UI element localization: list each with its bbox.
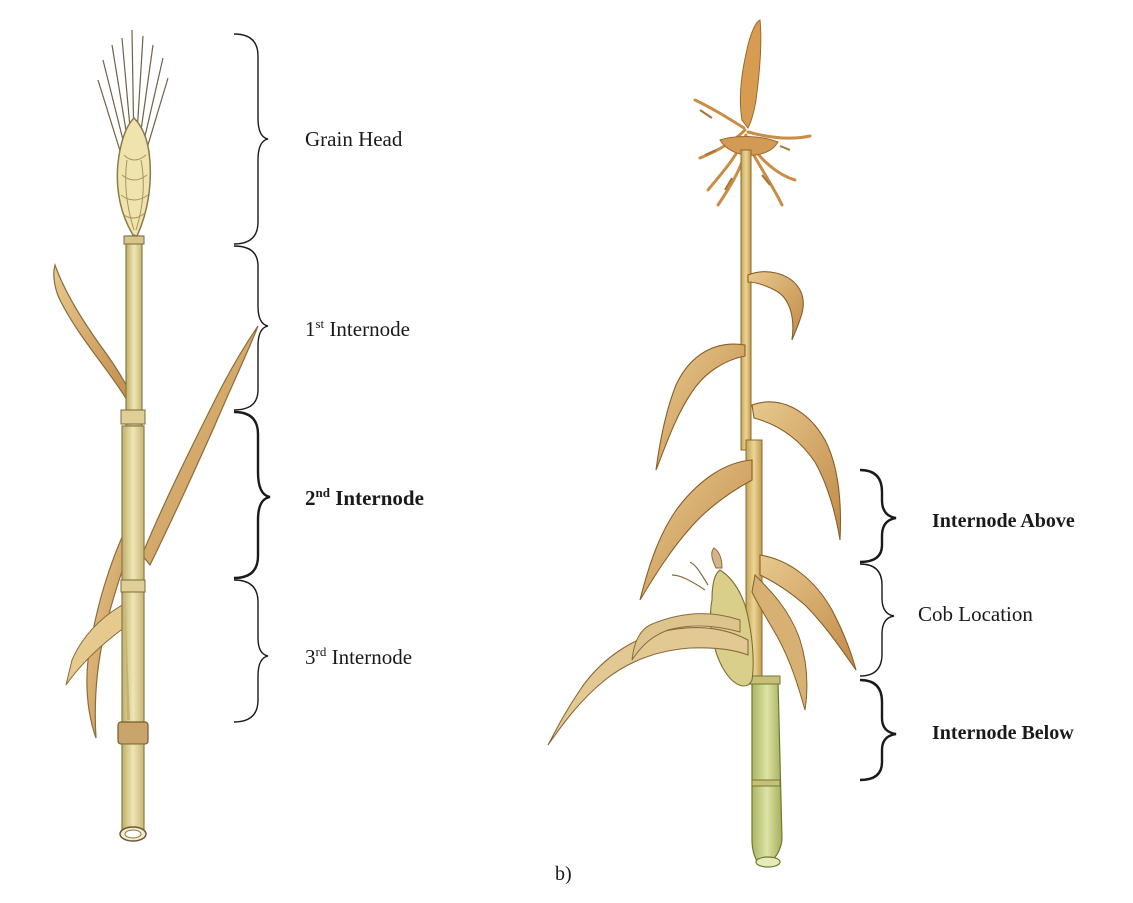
bracket-cob-location — [860, 564, 894, 676]
label-2nd-internode: 2nd Internode — [305, 488, 424, 509]
maize-leaf — [640, 460, 752, 600]
wheat-node — [121, 580, 145, 592]
maize-stem-lower — [752, 680, 782, 866]
wheat-leaf — [54, 265, 135, 410]
bracket-internode-1 — [234, 246, 268, 410]
maize-leaf — [548, 627, 748, 745]
maize-leaf — [752, 402, 840, 540]
panel-label: b) — [555, 863, 572, 886]
wheat-stem-upper — [126, 236, 142, 426]
label-grain-head: Grain Head — [305, 129, 402, 150]
wheat-stem-lower — [122, 744, 144, 834]
bracket-grain-head — [234, 34, 268, 244]
label-internode-below: Internode Below — [932, 723, 1074, 743]
maize-brackets — [860, 470, 896, 780]
label-cob-location: Cob Location — [918, 604, 1033, 625]
maize-node — [752, 780, 780, 786]
wheat-node — [124, 236, 144, 244]
wheat-plant — [54, 30, 258, 841]
maize-node — [750, 676, 780, 684]
bracket-internode-2 — [234, 412, 270, 578]
wheat-node — [121, 410, 145, 424]
maize-leaf — [748, 272, 803, 340]
maize-plant — [548, 20, 856, 867]
wheat-node — [118, 722, 148, 744]
maize-tassel — [695, 20, 810, 205]
wheat-stem-middle — [122, 426, 144, 726]
bracket-internode-3 — [234, 580, 268, 722]
wheat-brackets — [234, 34, 270, 722]
bracket-internode-above — [860, 470, 896, 562]
maize-stem-upper — [741, 150, 751, 450]
label-3rd-internode: 3rd Internode — [305, 647, 412, 668]
maize-stem-cut — [756, 857, 780, 867]
bracket-internode-below — [860, 680, 896, 780]
maize-leaf — [656, 344, 745, 470]
label-internode-above: Internode Above — [932, 511, 1075, 531]
wheat-leaf — [142, 326, 258, 565]
label-1st-internode: 1st Internode — [305, 319, 410, 340]
